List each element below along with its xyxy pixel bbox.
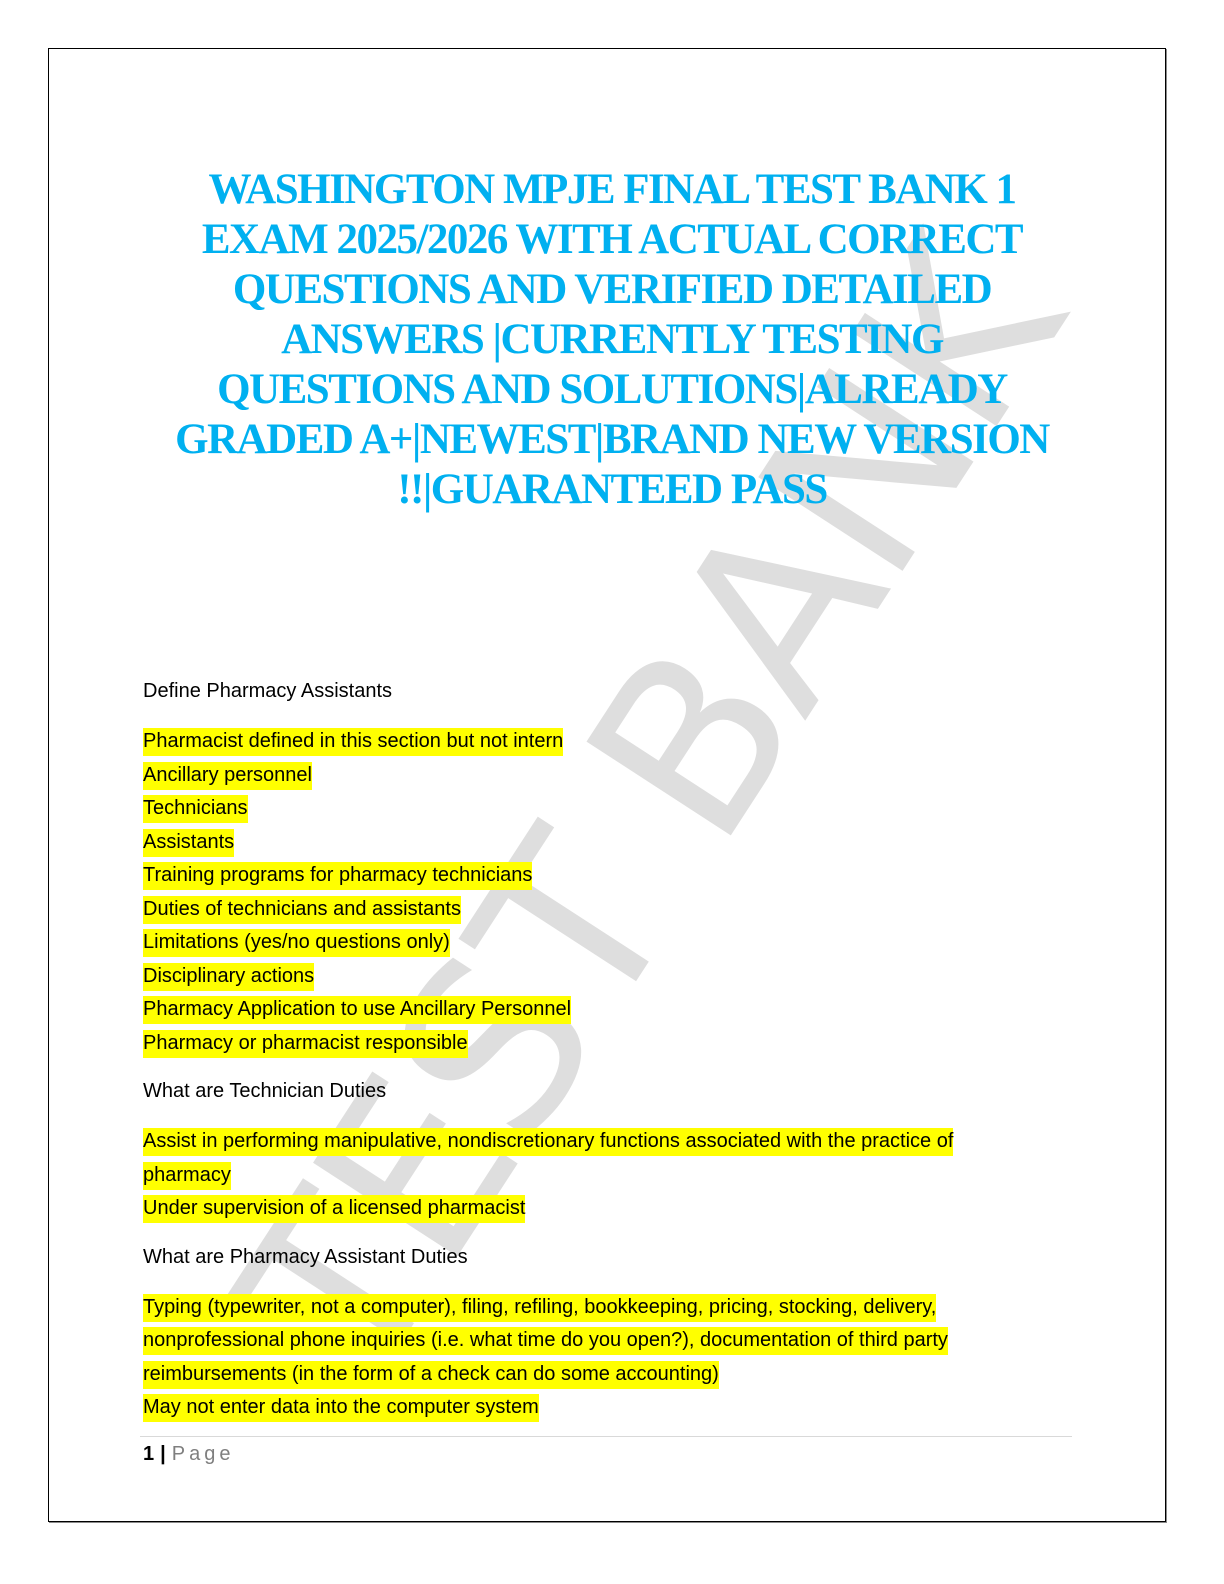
title-line: ANSWERS |CURRENTLY TESTING <box>281 316 944 363</box>
answer-line: Pharmacy or pharmacist responsible <box>143 1027 1043 1061</box>
answer-block-1: Pharmacist defined in this section but n… <box>143 725 1043 1060</box>
answer-line: Technicians <box>143 792 1043 826</box>
footer-divider <box>140 1436 1072 1437</box>
answer-line: Pharmacist defined in this section but n… <box>143 725 1043 759</box>
answer-line: Assist in performing manipulative, nondi… <box>143 1125 1043 1159</box>
highlighted-answer: Training programs for pharmacy technicia… <box>143 862 533 890</box>
title-line: !!|GUARANTEED PASS <box>397 466 828 513</box>
highlighted-answer: Under supervision of a licensed pharmaci… <box>143 1195 526 1223</box>
answer-line: Assistants <box>143 826 1043 860</box>
page-footer: 1|Page <box>143 1441 234 1467</box>
page-label: Page <box>171 1443 235 1465</box>
footer-separator: | <box>160 1443 166 1465</box>
highlighted-answer: Pharmacy Application to use Ancillary Pe… <box>143 996 572 1024</box>
highlighted-answer: Assistants <box>143 828 235 857</box>
highlighted-answer: Limitations (yes/no questions only) <box>143 929 450 957</box>
highlighted-answer: reimbursements (in the form of a check c… <box>143 1360 719 1389</box>
answer-line: Under supervision of a licensed pharmaci… <box>143 1192 1043 1226</box>
answer-line: Typing (typewriter, not a computer), fil… <box>143 1291 1043 1325</box>
title-line: QUESTIONS AND SOLUTIONS|ALREADY <box>217 366 1008 413</box>
question-define-pharmacy-assistants: Define Pharmacy Assistants <box>143 680 392 702</box>
answer-line: nonprofessional phone inquiries (i.e. wh… <box>143 1324 1043 1358</box>
question-pharmacy-assistant-duties: What are Pharmacy Assistant Duties <box>143 1245 468 1268</box>
title-line: QUESTIONS AND VERIFIED DETAILED <box>232 266 993 313</box>
highlighted-answer: Duties of technicians and assistants <box>143 895 461 924</box>
highlighted-answer: Pharmacist defined in this section but n… <box>143 728 564 756</box>
highlighted-answer: Assist in performing manipulative, nondi… <box>143 1128 954 1156</box>
title-line: GRADED A+|NEWEST|BRAND NEW VERSION <box>175 416 1050 463</box>
answer-line: May not enter data into the computer sys… <box>143 1391 1043 1425</box>
answer-line: reimbursements (in the form of a check c… <box>143 1358 1043 1392</box>
answer-block-3: Typing (typewriter, not a computer), fil… <box>143 1291 1043 1425</box>
highlighted-answer: Technicians <box>143 795 248 823</box>
answer-line: Pharmacy Application to use Ancillary Pe… <box>143 993 1043 1027</box>
answer-line: Limitations (yes/no questions only) <box>143 926 1043 960</box>
page-number: 1 <box>143 1443 155 1465</box>
highlighted-answer: Disciplinary actions <box>143 962 315 991</box>
page-border <box>48 48 1166 1522</box>
answer-line: Disciplinary actions <box>143 960 1043 994</box>
highlighted-answer: Pharmacy or pharmacist responsible <box>143 1029 468 1058</box>
highlighted-answer: pharmacy <box>143 1161 231 1190</box>
title-line: WASHINGTON MPJE FINAL TEST BANK 1 <box>208 166 1017 213</box>
title-line: EXAM 2025/2026 WITH ACTUAL CORRECT <box>201 216 1024 263</box>
document-body: Define Pharmacy Assistants Pharmacist de… <box>143 676 1043 1441</box>
answer-line: pharmacy <box>143 1159 1043 1193</box>
answer-line: Duties of technicians and assistants <box>143 893 1043 927</box>
highlighted-answer: nonprofessional phone inquiries (i.e. wh… <box>143 1327 948 1355</box>
question-technician-duties: What are Technician Duties <box>143 1080 387 1102</box>
answer-block-2: Assist in performing manipulative, nondi… <box>143 1125 1043 1226</box>
answer-line: Ancillary personnel <box>143 759 1043 793</box>
document-title: WASHINGTON MPJE FINAL TEST BANK 1 EXAM 2… <box>100 165 1124 515</box>
highlighted-answer: May not enter data into the computer sys… <box>143 1394 539 1422</box>
highlighted-answer: Ancillary personnel <box>143 761 312 790</box>
highlighted-answer: Typing (typewriter, not a computer), fil… <box>143 1293 937 1322</box>
answer-line: Training programs for pharmacy technicia… <box>143 859 1043 893</box>
